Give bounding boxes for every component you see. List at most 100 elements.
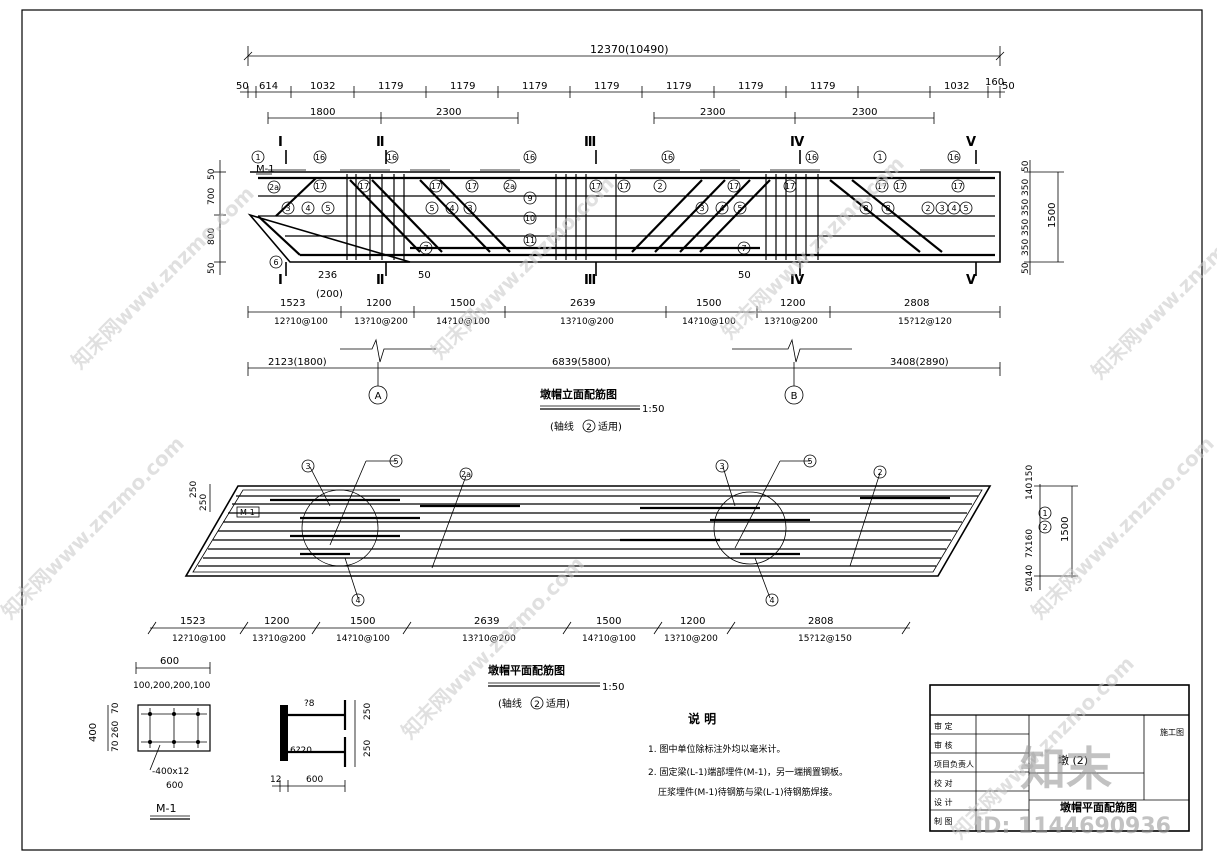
top-dimensions: 12370(10490) 50 614 1032 1179 1179 1179 … (236, 43, 1015, 124)
rebar-5-a: 5 (325, 204, 330, 213)
section-top-3: Ⅲ (584, 135, 596, 150)
elev-left-dim-1: 700 (207, 188, 217, 205)
dim-row3-3: 2300 (852, 107, 877, 118)
embed-label-elev: M-1 (256, 164, 275, 175)
plan-right-dim-1: 150 (1025, 465, 1035, 482)
rebar-9: 9 (527, 194, 532, 203)
anchor-dim-250-a: 250 (363, 703, 373, 720)
title-block: 审 定 审 核 项目负责人 校 对 设 计 制 图 施工图 墩 (2) 墩帽平面… (929, 684, 1190, 832)
zone-len-0: 1523 (280, 298, 305, 309)
plan-sub-post: 适用) (546, 698, 570, 710)
plan-rebar-5-a: 5 (393, 457, 398, 466)
section-bottom-2: Ⅱ (376, 273, 385, 288)
plan-axis-1: 1 (1042, 509, 1047, 518)
zone-spec-elev-4: 14?10@100 (682, 317, 736, 327)
elevation-title: 墩帽立面配筋图 (540, 387, 617, 401)
m1-vdim-0: 70 (111, 702, 121, 714)
watermark-6: 知末网www.znzmo.com (397, 551, 589, 743)
plan-zone-len-4: 1500 (596, 616, 621, 627)
plan-rebar-4-a: 4 (355, 596, 360, 605)
dim-row2-2: 1032 (310, 81, 335, 92)
plan-axis-2: 2 (1042, 523, 1047, 532)
dim-50-right: 50 (738, 270, 751, 281)
zone-spec-elev-3: 13?10@200 (560, 317, 614, 327)
zone-len-3: 2639 (570, 298, 595, 309)
section-bottom-4: Ⅳ (790, 273, 805, 288)
rebar-17-b: 17 (359, 182, 369, 191)
plan-left-dim-0: 250 (189, 481, 199, 498)
dim-row2-1: 614 (259, 81, 278, 92)
rebar-16-b: 16 (387, 153, 397, 162)
plan-right-total: 1500 (1060, 517, 1071, 542)
rebar-3-a: 3 (285, 204, 290, 213)
dim-236: 236 (318, 270, 337, 281)
plan-zone-spec-3: 13?10@200 (462, 634, 516, 644)
plan-zone-spec-2: 14?10@100 (336, 634, 390, 644)
rebar-17-i: 17 (877, 182, 887, 191)
zone-len-2: 1500 (450, 298, 475, 309)
anchor-bar-label: 6?20 (290, 746, 312, 756)
plan-scale: 1:50 (602, 682, 624, 693)
dim-row2-3: 1179 (378, 81, 403, 92)
rebar-17-h: 17 (785, 182, 795, 191)
axis-B: B (791, 391, 798, 402)
zone-len-5: 1200 (780, 298, 805, 309)
rebar-4-d: 4 (951, 204, 956, 213)
tb-drawing-name: 墩帽平面配筋图 (1060, 800, 1137, 814)
plan-zone-len-3: 2639 (474, 616, 499, 627)
rebar-5-d: 5 (963, 204, 968, 213)
plan-zone-len-1: 1200 (264, 616, 289, 627)
elev-right-dim-5: 50 (1021, 262, 1031, 274)
plan-zone-spec-1: 13?10@200 (252, 634, 306, 644)
rebar-17-f: 17 (619, 182, 629, 191)
rebar-2-right: 2 (925, 204, 930, 213)
m1-vdim-1: 260 (111, 721, 121, 738)
plan-zone-spec-5: 13?10@200 (664, 634, 718, 644)
m1-width: 600 (160, 656, 179, 667)
watermark-4: 知末网www.znzmo.com (1087, 191, 1217, 383)
plan-title: 墩帽平面配筋图 (488, 663, 565, 677)
section-top-1: Ⅰ (278, 135, 283, 150)
rebar-1-right: 1 (877, 153, 882, 162)
elev-right-dim-1: 350 (1021, 179, 1031, 196)
dim-row2-11: 160 (985, 77, 1004, 88)
rebar-1-top: 1 (255, 153, 260, 162)
rebar-5-b: 5 (429, 204, 434, 213)
rebar-16-f: 16 (949, 153, 959, 162)
notes-line-2: 2. 固定梁(L-1)端部埋件(M-1)，另一端搁置钢板。 (648, 766, 848, 778)
tb-row-3: 校 对 (934, 778, 953, 788)
rebar-16-c: 16 (525, 153, 535, 162)
plan-view: M-1 3 5 2a 3 5 2 4 4 250 250 (147, 454, 1078, 710)
elev-right-dim-4: 350 (1021, 239, 1031, 256)
notes-line-1: 1. 图中单位除标注外均以毫米计。 (648, 743, 785, 755)
elevation-sub-post: 适用) (598, 421, 622, 433)
rebar-17-e: 17 (591, 182, 601, 191)
watermark-5: 知末网www.znzmo.com (0, 431, 189, 623)
rebar-4-a: 4 (305, 204, 310, 213)
watermark-2: 知末网www.znzmo.com (427, 171, 619, 363)
dim-50-left: 50 (418, 270, 431, 281)
rebar-6: 6 (273, 258, 278, 267)
plan-right-dim-2: 7X160 (1025, 529, 1035, 558)
zone-len-6: 2808 (904, 298, 929, 309)
dim-row3-1: 2300 (436, 107, 461, 118)
elevation-sub-axis: 2 (586, 423, 592, 433)
dim-row3-0: 1800 (310, 107, 335, 118)
dim-row2-7: 1179 (666, 81, 691, 92)
rebar-2a-elev: 2a (269, 183, 279, 192)
rebar-17-j: 17 (895, 182, 905, 191)
elev-right-total: 1500 (1047, 203, 1058, 228)
rebar-5-c: 5 (737, 204, 742, 213)
section-top-4: Ⅳ (790, 135, 805, 150)
plan-rebar-3-a: 3 (305, 462, 310, 471)
tb-row-1: 审 核 (934, 740, 953, 750)
rebar-7-b: 7 (741, 244, 746, 253)
axis-dim-1: 6839(5800) (552, 357, 611, 368)
rebar-2-mid: 2 (657, 182, 662, 191)
m1-vdim-2: 70 (111, 740, 121, 752)
rebar-11: 11 (525, 236, 535, 245)
sheet-border (21, 9, 1203, 851)
tb-row-5: 制 图 (934, 816, 953, 826)
plan-zone-len-0: 1523 (180, 616, 205, 627)
axis-A: A (375, 391, 382, 402)
